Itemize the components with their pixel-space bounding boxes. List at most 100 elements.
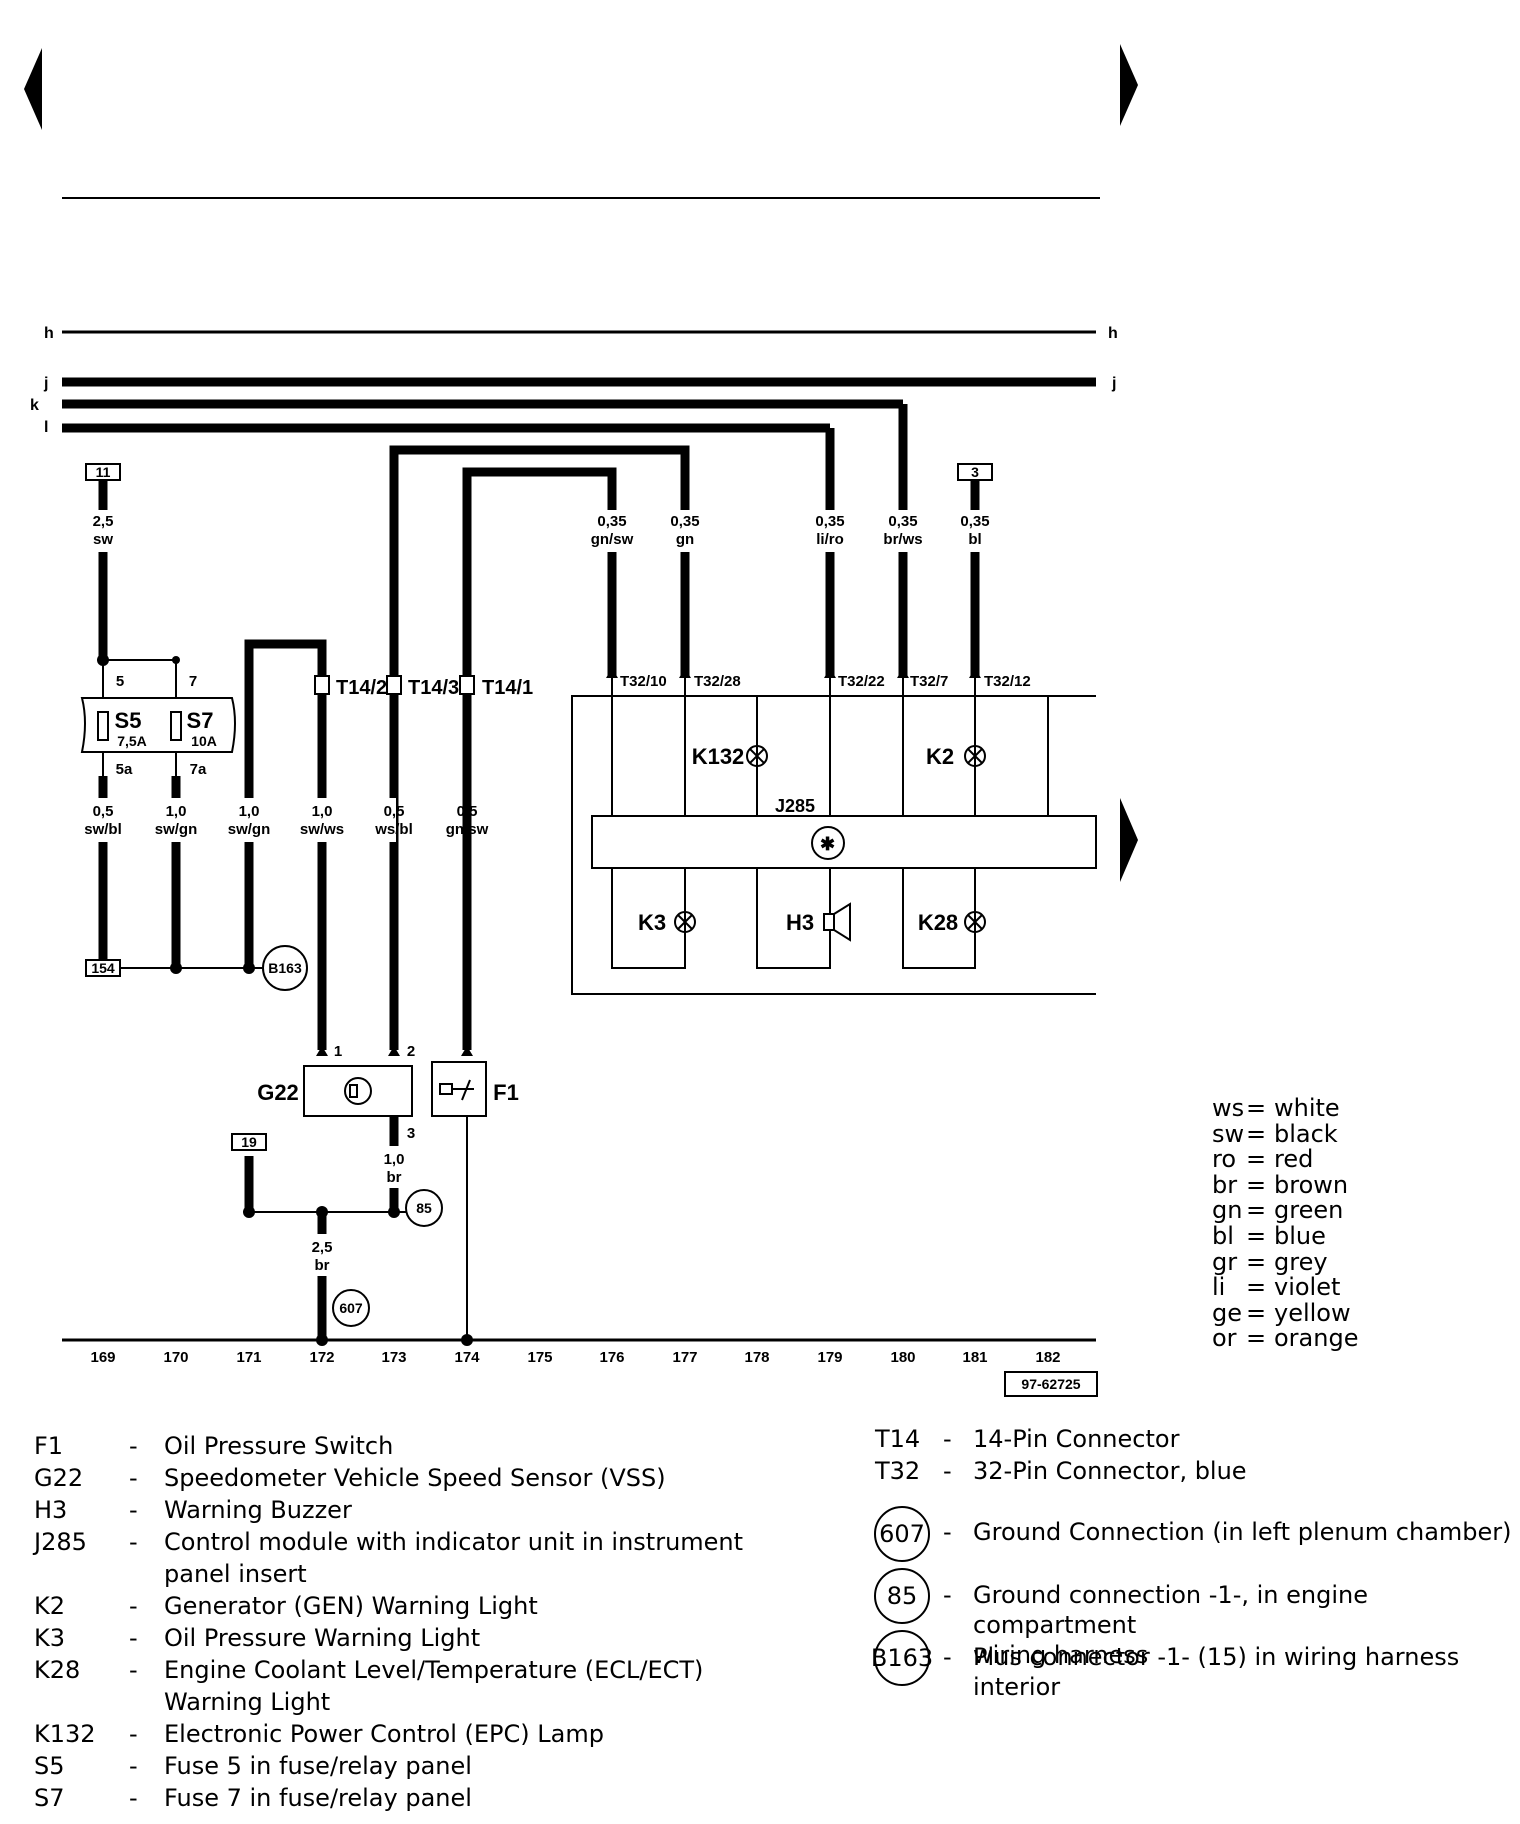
track-number: 178: [744, 1349, 769, 1366]
component-label: H3: [786, 910, 814, 935]
color-abbrev: gn: [1212, 1196, 1243, 1225]
color-eq: =: [1246, 1119, 1267, 1148]
color-eq: =: [1246, 1145, 1267, 1174]
legend-dash: -: [943, 1643, 952, 1671]
color-legend-row: sw=black: [1212, 1119, 1358, 1148]
wire-size: 0,35: [960, 513, 989, 530]
lamp-k28: [964, 911, 986, 933]
wire-color: bl: [968, 531, 981, 548]
pin-label: 5: [116, 673, 124, 690]
component-label: F1: [493, 1080, 519, 1105]
legend-code: K132: [34, 1720, 96, 1748]
ground-607: [332, 1289, 370, 1327]
legend-desc-line1: Warning Buzzer: [164, 1496, 352, 1524]
component-label: K28: [918, 910, 958, 935]
track-number: 180: [890, 1349, 915, 1366]
legend-code: H3: [34, 1496, 68, 1524]
wire-color: br: [387, 1169, 402, 1186]
pin-label: 7a: [190, 761, 207, 778]
connector-label: T14/2: [336, 677, 387, 699]
legend-dash: -: [129, 1656, 138, 1684]
legend-desc: Engine Coolant Level/Temperature (ECL/EC…: [164, 1654, 743, 1718]
pin-label: 1: [334, 1043, 342, 1060]
legend-dash: -: [129, 1784, 138, 1812]
legend-desc-line1: Generator (GEN) Warning Light: [164, 1592, 538, 1620]
connector-label: T32/12: [984, 673, 1031, 690]
lamp-k3: [674, 911, 696, 933]
color-name: grey: [1274, 1247, 1328, 1276]
continue-arrow[interactable]: [1120, 798, 1138, 882]
color-eq: =: [1246, 1221, 1267, 1250]
color-name: violet: [1274, 1273, 1341, 1302]
lamp-k2: [964, 745, 986, 767]
legend-desc: Control module with indicator unit in in…: [164, 1526, 743, 1590]
ground-b163: [262, 945, 308, 991]
wire-size: 0,35: [815, 513, 844, 530]
legend-dash: -: [129, 1592, 138, 1620]
legend-desc-line1: Oil Pressure Switch: [164, 1432, 394, 1460]
wire-173-177: [389, 445, 690, 1050]
legend-desc: Ground Connection (in left plenum chambe…: [973, 1518, 1512, 1546]
legend-row: K2 -Generator (GEN) Warning Light: [34, 1590, 743, 1622]
wire-color: sw/bl: [84, 821, 122, 838]
legend-code: S5: [34, 1752, 65, 1780]
ground-85-label: 85: [416, 1200, 432, 1216]
legend-row: K132-Electronic Power Control (EPC) Lamp: [34, 1718, 743, 1750]
legend-code: K28: [34, 1656, 81, 1684]
wire-color: gn: [676, 531, 694, 548]
legend-code: G22: [34, 1464, 84, 1492]
wire-color: sw: [93, 531, 113, 548]
legend-dash: -: [943, 1581, 952, 1609]
connector-label: T14/1: [482, 677, 533, 699]
wire-174-176: [462, 467, 617, 1050]
color-abbrev: ge: [1212, 1298, 1242, 1327]
color-name: black: [1274, 1119, 1338, 1148]
component-label: J285: [775, 796, 815, 816]
legend-desc: Fuse 5 in fuse/relay panel: [164, 1750, 743, 1782]
legend-code: T14: [875, 1425, 921, 1453]
fuse-s7: [170, 711, 182, 741]
legend-desc: Speedometer Vehicle Speed Sensor (VSS): [164, 1462, 743, 1494]
color-legend-row: br=brown: [1212, 1172, 1358, 1199]
color-name: yellow: [1274, 1298, 1351, 1327]
component-label: G22: [257, 1080, 299, 1105]
fuse-s5: [97, 711, 109, 741]
fuse-label: S7: [187, 708, 214, 733]
bus-k-label: k: [30, 397, 39, 414]
track-number: 177: [672, 1349, 697, 1366]
track-number: 181: [962, 1349, 987, 1366]
component-label: K3: [638, 910, 666, 935]
ground-b163-label: B163: [268, 960, 302, 976]
pin-label: 7: [189, 673, 197, 690]
color-legend-row: or=orange: [1212, 1326, 1358, 1352]
color-eq: =: [1246, 1324, 1267, 1353]
legend-row: S5-Fuse 5 in fuse/relay panel: [34, 1750, 743, 1782]
legend-dash: -: [129, 1720, 138, 1748]
track-number: 170: [163, 1349, 188, 1366]
legend-code: K2: [34, 1592, 66, 1620]
wire-size: 0,5: [457, 803, 478, 820]
legend-dash: -: [943, 1518, 952, 1546]
bus-j-label-right: j: [1111, 375, 1116, 392]
color-eq: =: [1246, 1298, 1267, 1327]
connector-label: T32/7: [910, 673, 948, 690]
color-legend-row: gr=grey: [1212, 1247, 1358, 1276]
legend-code: F1: [34, 1432, 64, 1460]
wire-color: sw/gn: [228, 821, 271, 838]
ground-85: [405, 1189, 443, 1227]
wire-size: 0,35: [888, 513, 917, 530]
color-abbrev: or: [1212, 1324, 1237, 1353]
legend-dash: -: [129, 1496, 138, 1524]
wire-size: 0,5: [384, 803, 405, 820]
ref-19: 19: [241, 1134, 257, 1150]
prev-page-arrow[interactable]: [24, 48, 42, 130]
color-abbrev: ro: [1212, 1145, 1237, 1174]
legend-code: T32: [875, 1457, 921, 1485]
legend-desc: Plus connector -1- (15) in wiring harnes…: [973, 1643, 1460, 1701]
next-page-arrow[interactable]: [1120, 44, 1138, 126]
legend-desc: Warning Buzzer: [164, 1494, 743, 1526]
legend-ground-607-symbol: 607: [874, 1506, 930, 1562]
